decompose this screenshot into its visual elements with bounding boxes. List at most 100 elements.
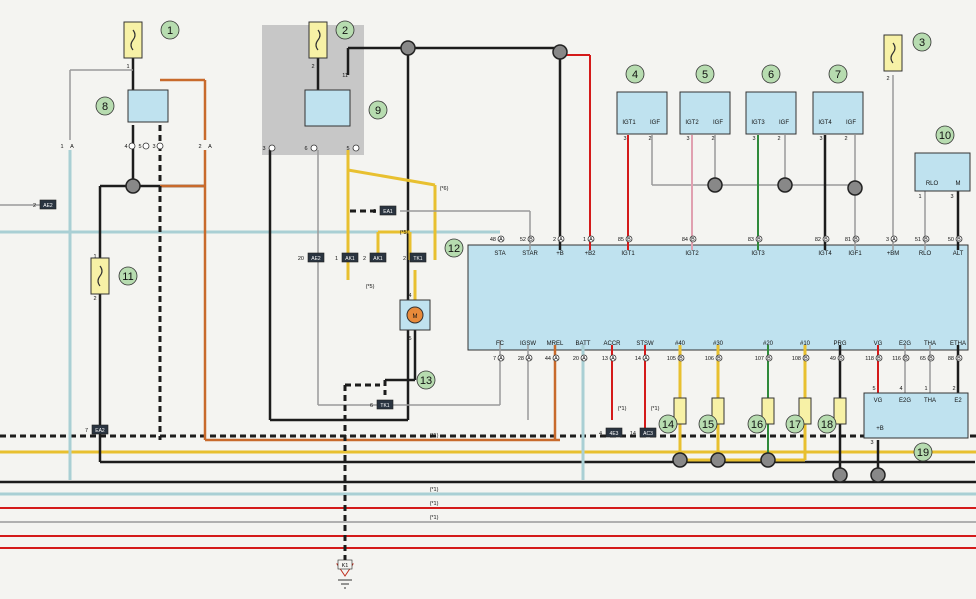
ecu-bottom-pin-conn-10 — [837, 354, 845, 362]
connector-code-3: AK1 — [373, 256, 383, 262]
ecu-bottom-label-1: IGSW — [520, 341, 536, 347]
splices — [125, 40, 886, 483]
relay8-pin-0: 4 — [124, 144, 127, 150]
ecu-bottom-label-2: MREL — [547, 341, 564, 347]
callout-label-5: 5 — [702, 69, 708, 81]
note-5b: (*5) — [400, 230, 409, 236]
ecu-bottom-pin-letter-6: B — [679, 356, 683, 362]
ecu-bottom-pin-conn-6 — [677, 354, 685, 362]
ecu-bottom-pin-number-10: 49 — [830, 356, 836, 362]
sensor-19 — [863, 392, 969, 439]
injector-14 — [673, 397, 687, 425]
connector-pin-8: 4 — [599, 431, 602, 437]
injector-15 — [711, 397, 725, 425]
ecu-bottom-pin-letter-4: A — [611, 356, 615, 362]
ecu-bottom-pin-number-12: 116 — [892, 356, 901, 362]
connector-pin-2: 1 — [335, 256, 338, 262]
callout-label-6: 6 — [768, 69, 774, 81]
box19-vg: VG — [874, 398, 883, 404]
ignition-coil-4 — [812, 91, 864, 135]
connector-code-4: TK1 — [413, 256, 422, 262]
relay8-pin-1: 5 — [138, 144, 141, 150]
callout-label-17: 17 — [789, 419, 801, 431]
ecu-top-pin-igf1-conn — [852, 235, 860, 243]
callout-19 — [913, 442, 933, 462]
callout-7 — [828, 64, 848, 84]
ignition-coil-2 — [679, 91, 731, 135]
box19-e2g: E2G — [899, 398, 911, 404]
ecu-top-pin-igt4-conn — [822, 235, 830, 243]
callout-11 — [118, 266, 138, 286]
ecu-bottom-pin-conn-8 — [765, 354, 773, 362]
coil-3-pin2: 2 — [777, 136, 780, 142]
ecu-top-pin-igt3-number: 83 — [748, 237, 754, 243]
ecu-bottom-pin-letter-10: B — [839, 356, 843, 362]
connector-5 — [39, 199, 57, 210]
ecu-top-pin-+bm-letter: A — [892, 237, 896, 243]
ecu-top-label-sta: STA — [494, 251, 505, 257]
ground-tag — [337, 559, 353, 570]
ecu-top-pin-+b-conn — [557, 235, 565, 243]
coil-4-pin2: 2 — [844, 136, 847, 142]
ecu-bottom-pin-number-13: 65 — [920, 356, 926, 362]
ecu-top-label-igf1: IGF1 — [848, 251, 862, 257]
connector-3 — [369, 252, 387, 263]
ecu-bottom-label-7: #30 — [713, 341, 724, 347]
connector-pin-5: 2 — [33, 203, 36, 209]
ecu-bottom-pin-letter-1: A — [527, 356, 531, 362]
note-5a: (*5) — [366, 284, 375, 290]
ignition-coil-1 — [616, 91, 668, 135]
ecu-bottom-label-14: ETHA — [950, 341, 966, 347]
ecu-top-pin-igt1-conn — [625, 235, 633, 243]
ecu-bottom-pin-conn-4 — [609, 354, 617, 362]
callout-18 — [817, 414, 837, 434]
ecu-bottom-pin-number-0: 7 — [493, 356, 496, 362]
ecu-bottom-label-5: STSW — [636, 341, 654, 347]
relay9-top-pin: 11 — [342, 73, 348, 79]
ecu-top-label-+b: +B — [556, 251, 564, 257]
callout-label-10: 10 — [939, 130, 951, 142]
callout-label-18: 18 — [821, 419, 833, 431]
ecu-bottom-pin-number-1: 28 — [518, 356, 524, 362]
box19-plus-b: +B — [876, 426, 884, 432]
relay9-pin-conn-1 — [310, 144, 318, 152]
coil-3-label2: IGF — [779, 120, 789, 126]
relay-8 — [127, 89, 169, 123]
ecu-bottom-pin-conn-14 — [955, 354, 963, 362]
callout-10 — [935, 125, 955, 145]
ecu-bottom-pin-letter-5: A — [644, 356, 648, 362]
ecu-bottom-label-12: E2G — [899, 341, 911, 347]
relay8-pin-2: 3 — [152, 144, 155, 150]
fuse1-pin: 1 — [126, 64, 129, 70]
fuse11-pin-top: 1 — [93, 254, 96, 260]
ecu-top-pin-star-letter: B — [529, 237, 533, 243]
callout-3 — [912, 32, 932, 52]
box19-pin-e2: 2 — [952, 386, 955, 392]
callout-16 — [747, 414, 767, 434]
connector-pin-1: 20 — [298, 256, 304, 262]
box10-label1: RLO — [926, 181, 939, 187]
ecu-bottom-pin-number-2: 44 — [545, 356, 551, 362]
callout-label-9: 9 — [375, 105, 381, 117]
ecu-top-pin-star-number: 52 — [520, 237, 526, 243]
ecu-top-pin-+bm-number: 3 — [886, 237, 889, 243]
connector-pin-3: 2 — [363, 256, 366, 262]
ecu-top-pin-+b2-conn — [587, 235, 595, 243]
callout-label-14: 14 — [662, 419, 674, 431]
ecu-top-pin-igt1-number: 85 — [618, 237, 624, 243]
callout-17 — [785, 414, 805, 434]
connector-code-9: AC3 — [643, 431, 653, 437]
connector-pin-6: 7 — [85, 428, 88, 434]
ecu-bottom-label-4: ACCR — [603, 341, 621, 347]
connector-1 — [307, 252, 325, 263]
coil-2-pin1: 3 — [686, 136, 689, 142]
ecu-top-pin-rlo-conn — [922, 235, 930, 243]
callout-label-8: 8 — [102, 101, 108, 113]
ecu-bottom-pin-letter-0: A — [499, 356, 503, 362]
relay9-pin-1: 6 — [304, 146, 307, 152]
ecu-bottom-pin-number-11: 118 — [865, 356, 874, 362]
box10-pin2: 3 — [950, 194, 953, 200]
motor-pin-bottom: 5 — [408, 336, 411, 342]
callout-label-3: 3 — [919, 37, 925, 49]
